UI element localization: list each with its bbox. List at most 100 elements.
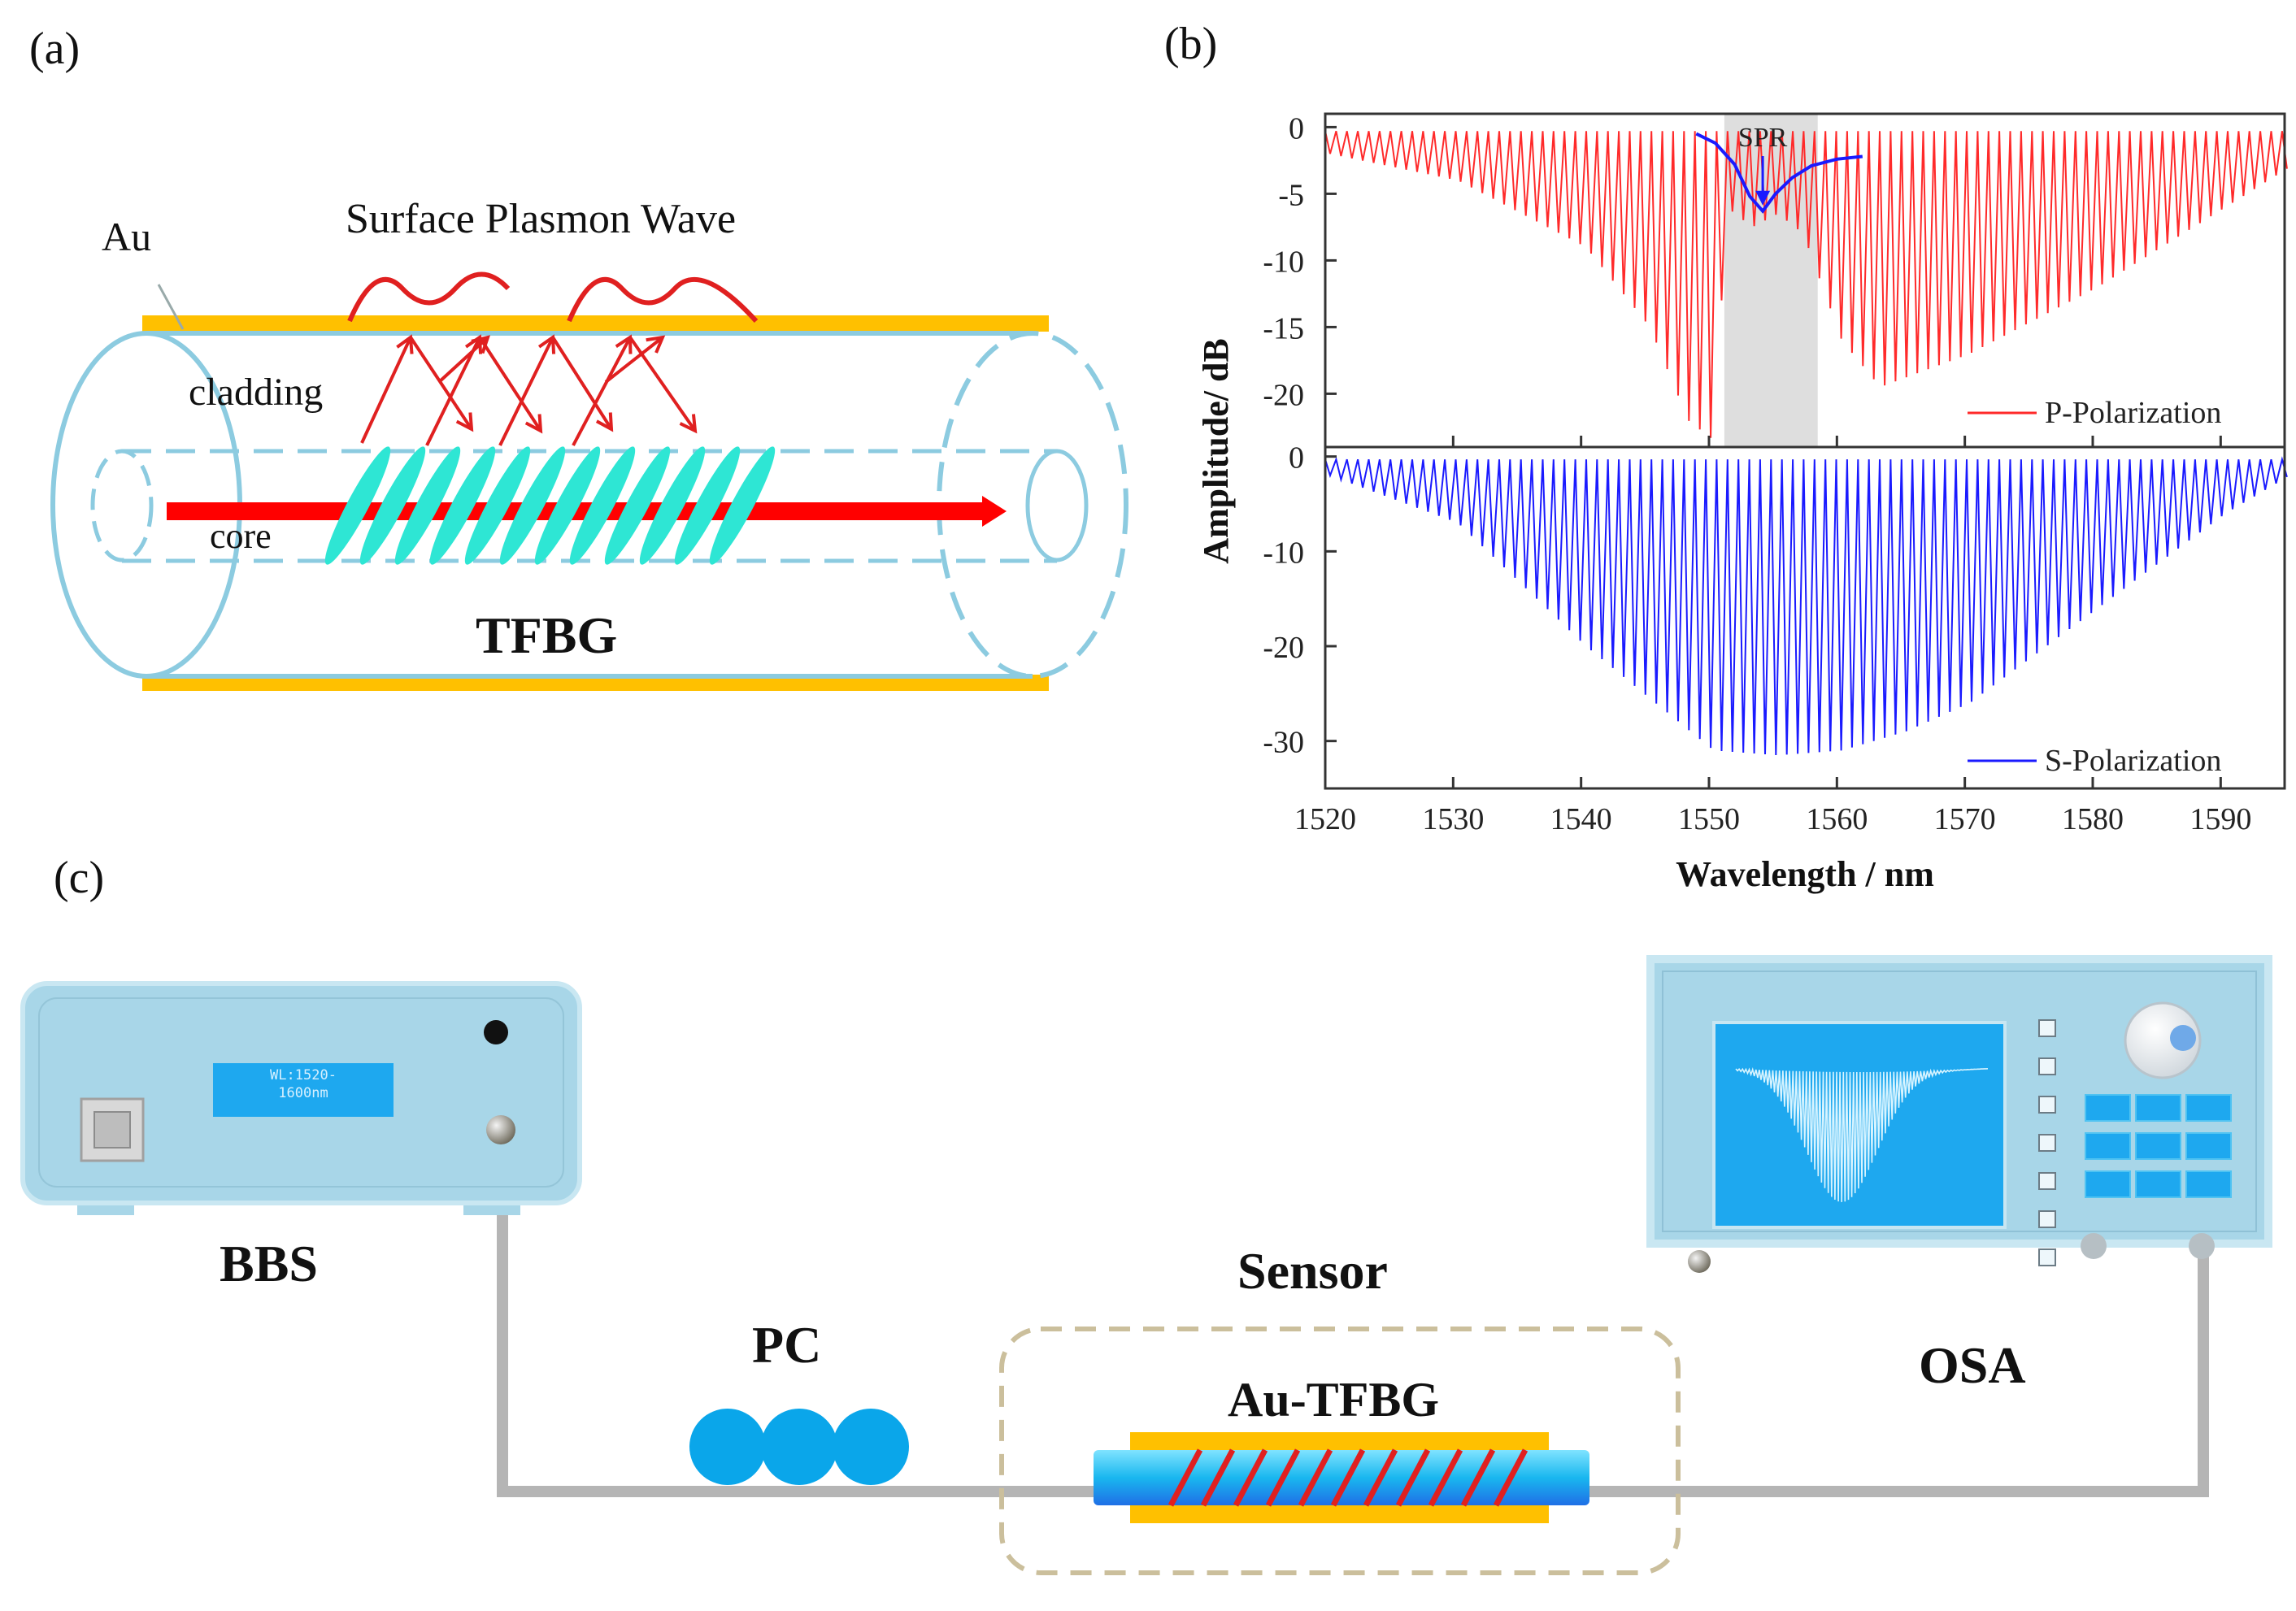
grating-plane: [534, 446, 601, 565]
osa-input-port: [2189, 1233, 2215, 1259]
y-tick-label: -20: [1263, 378, 1304, 412]
ray-segment: [437, 336, 489, 384]
core-cylinder: [90, 449, 1089, 563]
y-tick-label: -10: [1263, 245, 1304, 279]
y-tick-label: 0: [1289, 441, 1304, 475]
y-tick-label: -5: [1278, 178, 1304, 212]
sensor-label: Sensor: [1237, 1242, 1388, 1300]
bbs-display-line1: WL:1520-: [270, 1067, 337, 1083]
au-coating-top: [142, 315, 1049, 332]
osa-side-button[interactable]: [2038, 1134, 2056, 1152]
x-tick-label: 1590: [2189, 802, 2251, 836]
osa-key[interactable]: [2135, 1170, 2181, 1198]
ray-segment: [628, 336, 697, 432]
series-p-polarization: [1324, 131, 2288, 438]
ray-arrowhead: [524, 414, 543, 434]
plot-frame: [1324, 445, 2286, 790]
osa-key[interactable]: [2085, 1132, 2131, 1160]
x-tick-label: 1560: [1806, 802, 1868, 836]
x-tick-label: 1530: [1422, 802, 1484, 836]
au-tfbg-fiber: [1094, 1432, 1589, 1523]
surface-plasmon-wave-left: [347, 271, 511, 323]
osa-side-button[interactable]: [2038, 1057, 2056, 1075]
osa-label: OSA: [1919, 1336, 2026, 1394]
sensor-grating-plane: [1428, 1448, 1463, 1507]
osa-key[interactable]: [2085, 1094, 2131, 1122]
sensor-grating-plane: [1460, 1448, 1496, 1507]
series-spr-envelope: [1695, 132, 1863, 214]
ray-segment: [409, 336, 473, 431]
osa-side-button[interactable]: [2038, 1096, 2056, 1114]
panel-c-label: (c): [54, 853, 105, 903]
y-axis-label: Amplitude/ dB: [1196, 338, 1236, 564]
sensor-grating-plane: [1493, 1448, 1528, 1507]
grating-plane: [639, 446, 706, 565]
ray-segment: [572, 337, 632, 446]
grating-plane: [464, 446, 531, 565]
ray-segment: [478, 336, 542, 432]
osa-side-button[interactable]: [2038, 1172, 2056, 1190]
ray-arrowhead: [646, 335, 666, 354]
ray-arrowhead: [455, 412, 474, 432]
osa-key[interactable]: [2185, 1094, 2232, 1122]
osa-side-button[interactable]: [2038, 1248, 2056, 1266]
tfbg-diagram: [50, 271, 1128, 691]
grating-plane: [359, 446, 426, 565]
osa-key[interactable]: [2185, 1170, 2232, 1198]
grating-plane: [709, 446, 776, 565]
ray-segment: [498, 337, 554, 446]
ray-arrowhead: [595, 412, 614, 432]
osa-key[interactable]: [2135, 1132, 2181, 1160]
grating-plane: [499, 446, 566, 565]
ray-segment: [604, 336, 664, 384]
osa-screen-trace: [1735, 1066, 1989, 1202]
bbs-display-line2: 1600nm: [278, 1085, 328, 1101]
sensor-grating-plane: [1265, 1448, 1301, 1507]
x-tick-label: 1570: [1934, 802, 1996, 836]
au-pointer: [157, 284, 185, 330]
y-tick-label: -10: [1263, 536, 1304, 570]
polarization-controller: [689, 1409, 909, 1485]
y-tick-label: 0: [1289, 111, 1304, 145]
sensor-grating-plane: [1298, 1448, 1333, 1507]
x-axis-label: Wavelength / nm: [1676, 854, 1934, 894]
bbs-output-port: [486, 1115, 515, 1144]
osa-side-button[interactable]: [2038, 1210, 2056, 1228]
series-s-polarization: [1324, 456, 2288, 756]
panel-b-label: (b): [1164, 19, 1218, 69]
ray-segment: [425, 337, 481, 446]
osa-key[interactable]: [2085, 1170, 2131, 1198]
osa-device: [1646, 955, 2272, 1273]
sensor-grating-plane: [1330, 1448, 1366, 1507]
sensor-grating-plane: [1233, 1448, 1268, 1507]
bbs-display: [213, 1063, 394, 1117]
tfbg-label: TFBG: [476, 606, 618, 664]
osa-key[interactable]: [2135, 1094, 2181, 1122]
grating-plane: [394, 446, 461, 565]
x-tick-label: 1580: [2062, 802, 2124, 836]
osa-key[interactable]: [2185, 1132, 2232, 1160]
sensor-grating-plane: [1200, 1448, 1236, 1507]
osa-side-button[interactable]: [2038, 1019, 2056, 1037]
x-tick-label: 1520: [1294, 802, 1356, 836]
grating-plane: [429, 446, 496, 565]
osa-button-left[interactable]: [2081, 1233, 2107, 1259]
legend-label: P-Polarization: [2045, 396, 2221, 430]
cladding-label: cladding: [189, 371, 324, 414]
ray-arrowhead: [471, 335, 491, 354]
pc-label: PC: [752, 1316, 822, 1374]
spr-arrowhead: [1755, 190, 1771, 206]
osa-ground-port: [1688, 1250, 1711, 1273]
x-tick-label: 1540: [1550, 802, 1612, 836]
osa-knob[interactable]: [2124, 1001, 2202, 1079]
bbs-device: [20, 981, 582, 1215]
sensor-grating-plane: [1363, 1448, 1398, 1507]
spr-annotation: SPR: [1738, 123, 1788, 153]
grating-plane: [604, 446, 671, 565]
y-tick-label: -20: [1263, 631, 1304, 665]
bbs-indicator-led: [484, 1020, 508, 1044]
x-tick-label: 1550: [1678, 802, 1740, 836]
bbs-label: BBS: [220, 1235, 318, 1292]
au-tfbg-label: Au-TFBG: [1228, 1373, 1440, 1426]
ray-segment: [360, 337, 412, 444]
